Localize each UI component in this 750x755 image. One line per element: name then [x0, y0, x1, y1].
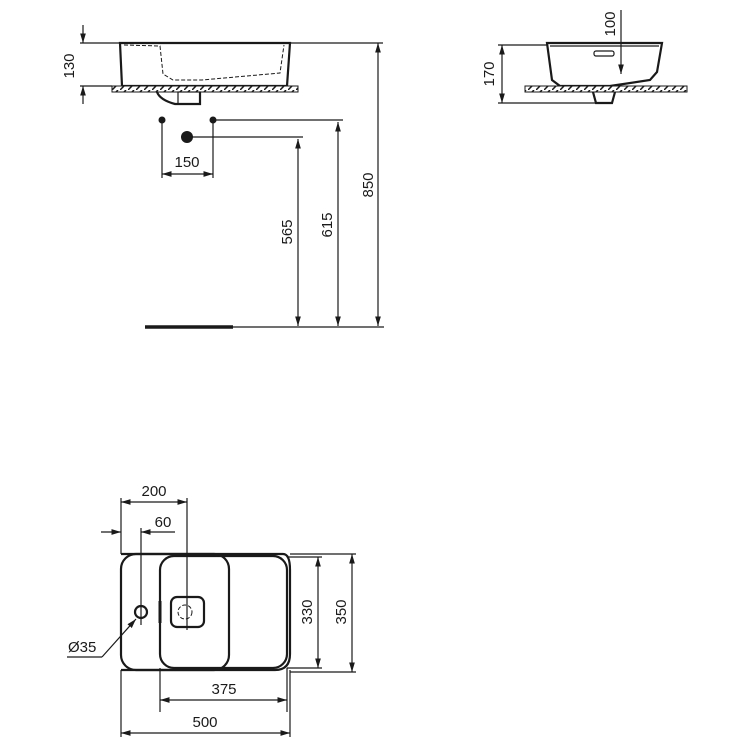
front-view: 170 100	[481, 10, 688, 105]
dim-total-height-170: 170	[481, 61, 498, 86]
dim-overflow-100: 100	[602, 11, 619, 36]
dim-tap-hole-diameter: Ø35	[68, 639, 96, 656]
dim-bowl-depth-330: 330	[299, 599, 316, 624]
side-view: 130 850 150 615 565	[61, 25, 384, 329]
dim-rim-height-850: 850	[360, 172, 377, 197]
dim-height-130: 130	[61, 53, 78, 78]
dim-tap-hole-edge-60: 60	[155, 514, 172, 531]
dim-bowl-width-375: 375	[211, 681, 236, 698]
dim-total-width-500: 500	[192, 714, 217, 731]
dim-tap-offset-200: 200	[141, 483, 166, 500]
dim-total-depth-350: 350	[333, 599, 350, 624]
plan-view: 200 60 Ø35 375 500 330 350	[67, 483, 356, 737]
dim-supply-height-615: 615	[319, 212, 336, 237]
dim-waste-height-565: 565	[279, 219, 296, 244]
dim-tap-spacing-150: 150	[174, 154, 199, 171]
